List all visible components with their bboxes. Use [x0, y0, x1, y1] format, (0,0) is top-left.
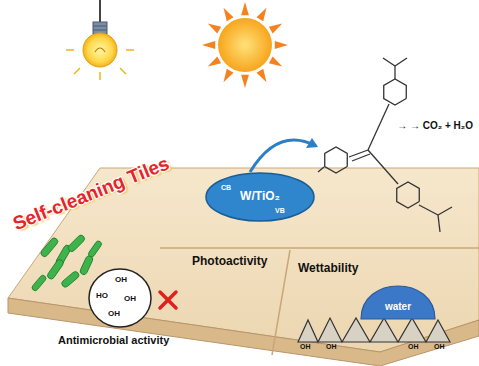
bacteria: [31, 234, 103, 292]
sun: [202, 2, 288, 88]
hydroxyl-label: OH: [300, 343, 311, 351]
hydroxyl-label: OH: [124, 295, 136, 304]
light-bulb: [66, 0, 134, 80]
tile-groove: [272, 250, 290, 355]
hydroxyl-label: HO: [96, 292, 108, 301]
band-label: CB: [221, 184, 231, 192]
hydroxyl-label: OH: [434, 343, 445, 351]
water-drop: water: [360, 284, 436, 320]
panel-label: Wettability: [298, 262, 358, 276]
rough-surface: [298, 318, 450, 342]
hydroxyl-label: OH: [115, 276, 127, 285]
catalyst-name: W/TiO₂: [240, 190, 280, 203]
photocatalyst-disc: W/TiO₂ CB VB: [205, 172, 315, 222]
tile-groove: [160, 247, 479, 249]
dye-molecule: [318, 58, 452, 232]
panel-label: Photoactivity: [192, 255, 267, 269]
panel-label: Antimicrobial activity: [58, 334, 169, 347]
surface-circle: OHHOOHOH: [88, 268, 152, 328]
reaction-products: → → CO₂ + H₂O: [397, 120, 473, 132]
hydroxyl-label: OH: [408, 343, 419, 351]
reaction-arrow: [250, 140, 316, 172]
arrow-head: [306, 138, 318, 148]
hydroxyl-label: OH: [108, 310, 120, 319]
band-label: VB: [275, 207, 285, 215]
drop-label: water: [385, 301, 411, 312]
hydroxyl-label: OH: [326, 343, 337, 351]
tile-edge: [8, 298, 479, 366]
red-cross: [160, 292, 176, 308]
